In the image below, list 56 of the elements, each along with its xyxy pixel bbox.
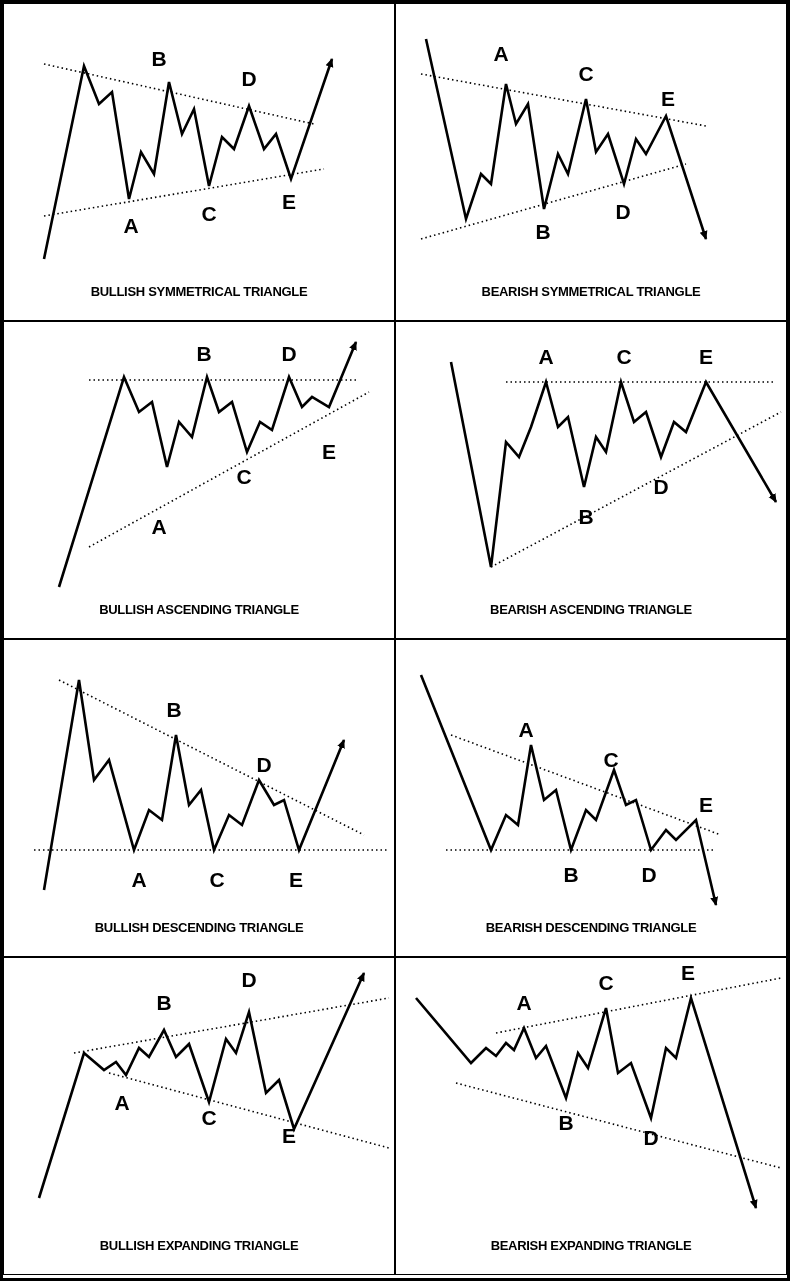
- point-label: A: [538, 346, 554, 368]
- pattern-title: BULLISH EXPANDING TRIANGLE: [98, 1238, 300, 1253]
- point-label: D: [653, 476, 669, 498]
- point-label: E: [699, 794, 713, 816]
- point-label: D: [241, 969, 257, 991]
- point-label: E: [681, 962, 695, 984]
- point-label: A: [114, 1092, 130, 1114]
- point-label: D: [281, 343, 297, 365]
- pattern-panel: [3, 639, 395, 957]
- point-label: C: [598, 972, 614, 994]
- pattern-panel: [3, 957, 395, 1275]
- point-label: B: [166, 699, 182, 721]
- pattern-title: BEARISH ASCENDING TRIANGLE: [489, 602, 693, 617]
- point-label: E: [289, 869, 303, 891]
- point-label: D: [643, 1127, 659, 1149]
- point-label: B: [558, 1112, 574, 1134]
- point-label: B: [151, 48, 167, 70]
- point-label: E: [282, 1125, 296, 1147]
- point-label: C: [201, 1107, 217, 1129]
- point-label: B: [535, 221, 551, 243]
- point-label: B: [563, 864, 579, 886]
- point-label: A: [151, 516, 167, 538]
- point-label: E: [322, 441, 336, 463]
- point-label: A: [518, 719, 534, 741]
- point-label: A: [131, 869, 147, 891]
- pattern-title: BEARISH SYMMETRICAL TRIANGLE: [480, 284, 702, 299]
- point-label: A: [123, 215, 139, 237]
- pattern-panel: [395, 639, 787, 957]
- pattern-panel: [395, 3, 787, 321]
- point-label: C: [578, 63, 594, 85]
- point-label: C: [201, 203, 217, 225]
- point-label: A: [493, 43, 509, 65]
- point-label: C: [209, 869, 225, 891]
- pattern-title: BULLISH SYMMETRICAL TRIANGLE: [89, 284, 309, 299]
- pattern-title: BULLISH ASCENDING TRIANGLE: [98, 602, 300, 617]
- point-label: D: [615, 201, 631, 223]
- point-label: D: [256, 754, 272, 776]
- pattern-panel: [395, 957, 787, 1275]
- point-label: C: [616, 346, 632, 368]
- pattern-panel: [3, 3, 395, 321]
- point-label: E: [282, 191, 296, 213]
- point-label: C: [603, 749, 619, 771]
- point-label: D: [641, 864, 657, 886]
- point-label: D: [241, 68, 257, 90]
- pattern-title: BEARISH DESCENDING TRIANGLE: [484, 920, 698, 935]
- point-label: B: [196, 343, 212, 365]
- point-label: E: [661, 88, 675, 110]
- point-label: E: [699, 346, 713, 368]
- pattern-title: BULLISH DESCENDING TRIANGLE: [93, 920, 305, 935]
- point-label: B: [578, 506, 594, 528]
- pattern-title: BEARISH EXPANDING TRIANGLE: [489, 1238, 693, 1253]
- point-label: C: [236, 466, 252, 488]
- point-label: A: [516, 992, 532, 1014]
- point-label: B: [156, 992, 172, 1014]
- pattern-panel: [3, 321, 395, 639]
- pattern-panel: [395, 321, 787, 639]
